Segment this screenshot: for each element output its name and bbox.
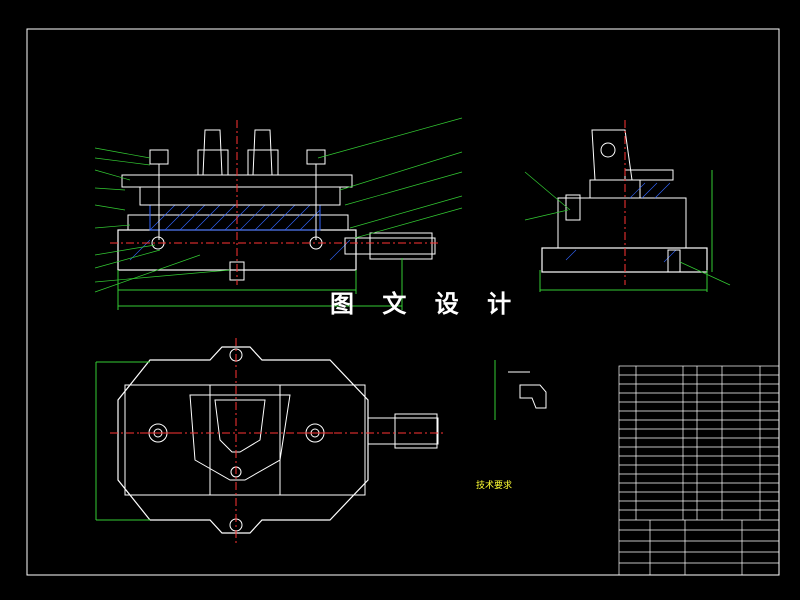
front-view xyxy=(94,117,463,310)
watermark-text: 图 文 设 计 xyxy=(330,290,522,318)
side-view xyxy=(524,120,731,292)
sheet-border xyxy=(26,28,780,576)
tech-requirements-title: 技术要求 xyxy=(476,481,513,491)
top-view xyxy=(95,338,445,545)
parts-list xyxy=(618,365,780,576)
detail-view xyxy=(494,360,547,420)
